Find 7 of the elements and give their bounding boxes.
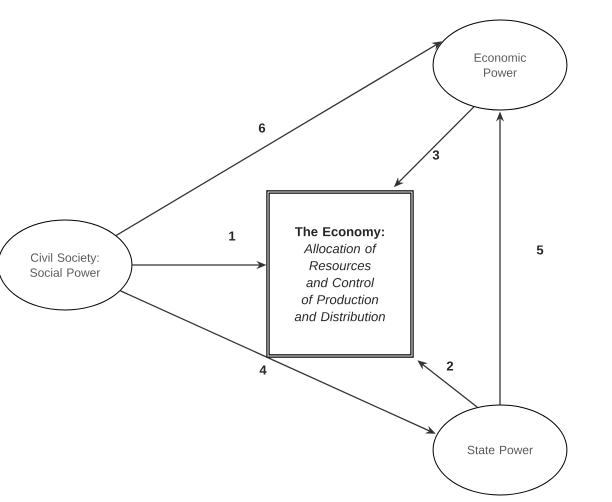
- text-box: The Economy: Allocation of Resources and Control of Production and Distribution: [266, 190, 414, 358]
- edge-label: 1: [229, 232, 236, 240]
- edge-label: 6: [258, 123, 266, 133]
- edge-label: 2: [446, 361, 454, 371]
- edge-label: 5: [536, 245, 544, 255]
- edge-label: 3: [432, 150, 440, 160]
- edge-label: 4: [260, 366, 267, 374]
